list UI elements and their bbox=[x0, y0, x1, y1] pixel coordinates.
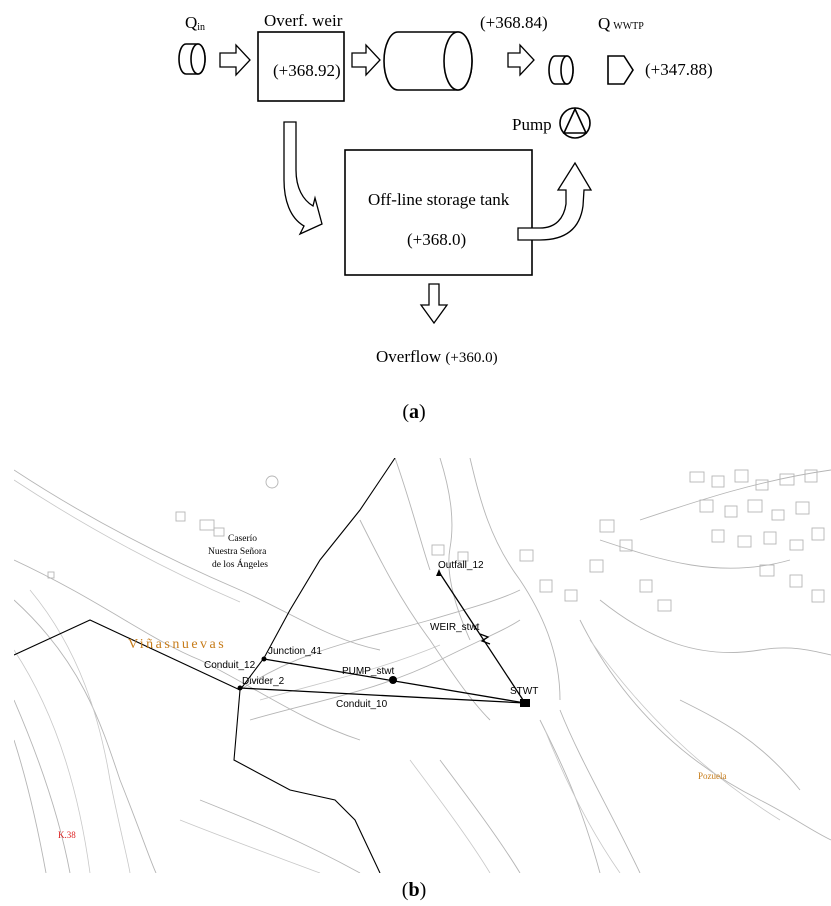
storage-tank-box bbox=[344, 149, 533, 276]
district-boundaries bbox=[14, 458, 396, 873]
overflow-label: Overflow (+360.0) bbox=[376, 347, 498, 366]
qin-cylinder bbox=[178, 43, 206, 75]
flow-arrow-2 bbox=[351, 43, 381, 77]
label-weir-stwt: WEIR_stwt bbox=[430, 622, 480, 633]
bypass-arrow bbox=[283, 121, 323, 236]
buildings bbox=[47, 469, 825, 612]
label-conduit-12: Conduit_12 bbox=[204, 660, 256, 671]
weir-elevation: (+368.92) bbox=[273, 61, 341, 80]
pump-return-arrow bbox=[517, 161, 593, 241]
place-vinasnuevas: Viñasnuevas bbox=[128, 637, 226, 652]
pump-node bbox=[389, 676, 397, 684]
junction-node bbox=[261, 656, 267, 662]
outlet-pentagon bbox=[607, 55, 634, 85]
tank-title: Off-line storage tank bbox=[368, 190, 510, 209]
label-conduit-10: Conduit_10 bbox=[336, 699, 388, 710]
overflow-arrow bbox=[419, 283, 449, 325]
panel-b-map: Caserío Nuestra Señora de los Ángeles Vi… bbox=[14, 458, 831, 873]
flow-arrow-3 bbox=[507, 43, 535, 77]
caption-a: (a) bbox=[402, 401, 425, 423]
conduit-10-line bbox=[239, 687, 526, 704]
map-background-lines bbox=[14, 458, 831, 873]
place-caserio-line2: Nuestra Señora bbox=[208, 547, 267, 557]
label-divider-2: Divider_2 bbox=[242, 676, 285, 687]
tank-elevation: (+368.0) bbox=[407, 230, 466, 249]
weir-symbol bbox=[479, 633, 491, 645]
caption-b: (b) bbox=[402, 879, 426, 901]
place-pozuela: Pozuela bbox=[698, 771, 727, 781]
label-stwt: STWT bbox=[510, 686, 538, 697]
pump-icon bbox=[559, 107, 591, 139]
flow-arrow-1 bbox=[219, 43, 251, 77]
place-caserio-line3: de los Ángeles bbox=[212, 558, 268, 570]
outfall-node bbox=[436, 569, 442, 576]
wet-well-cylinder bbox=[548, 55, 574, 85]
weir-line bbox=[438, 571, 526, 704]
conduit-cylinder bbox=[383, 31, 473, 91]
place-caserio-line1: Caserío bbox=[228, 534, 257, 544]
label-outfall-12: Outfall_12 bbox=[438, 560, 484, 571]
network-links bbox=[237, 569, 530, 707]
label-pump-stwt: PUMP_stwt bbox=[342, 666, 394, 677]
qin-label: Qin bbox=[185, 13, 205, 33]
stwt-node bbox=[520, 699, 530, 707]
divider-node bbox=[237, 685, 243, 691]
place-k38: K.38 bbox=[58, 830, 76, 840]
pump-label: Pump bbox=[512, 115, 552, 134]
label-junction-41: Junction_41 bbox=[268, 646, 322, 657]
outlet-elevation: (+347.88) bbox=[645, 60, 713, 79]
conduit-elevation: (+368.84) bbox=[480, 13, 548, 32]
weir-title: Overf. weir bbox=[264, 11, 343, 30]
weir-box bbox=[257, 31, 345, 102]
